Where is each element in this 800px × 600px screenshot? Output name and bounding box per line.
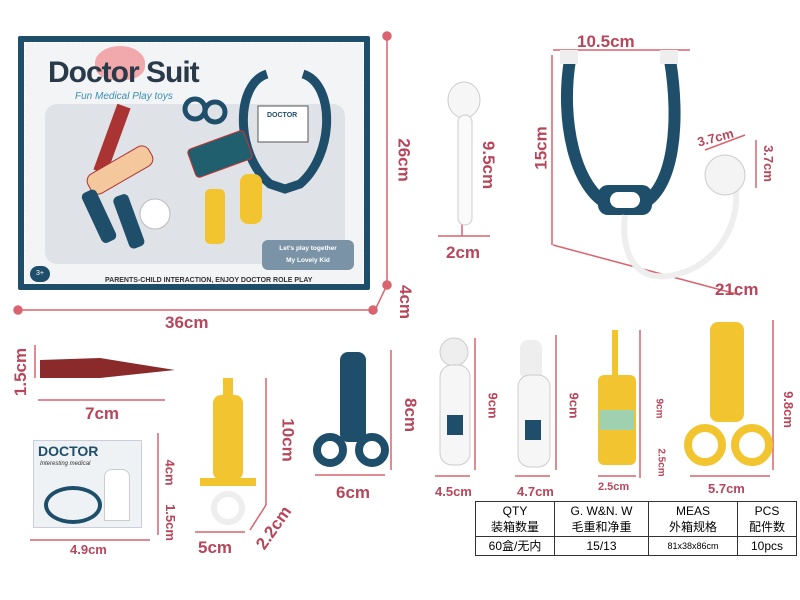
header-zh: 配件数 [748,520,785,534]
age-badge: 3+ [30,266,50,282]
spec-table: QTY 装箱数量 G. W&N. W 毛重和净重 MEAS 外箱规格 PCS 配件数 6… [475,501,797,556]
dim-stethoscope-height: 15cm [531,126,551,170]
table-header-row: QTY 装箱数量 G. W&N. W 毛重和净重 MEAS 外箱规格 PCS 配件数 [475,501,797,537]
heart-logo [95,46,145,80]
header-qty: QTY 装箱数量 [475,501,555,537]
bottle-item [598,330,636,465]
dim-card-height: 4cm [162,459,178,486]
dim-knife-length: 7cm [85,404,120,423]
header-en: MEAS [675,504,710,518]
screen-label: DOCTOR [267,112,298,119]
yellow-scissors-item [684,322,773,466]
dim-yscissors-width: 5.7cm [708,481,745,496]
card-subtitle: Interesting medical [40,461,91,467]
dim-tube-length: 21cm [715,280,759,299]
slogan-badge: Let's play together My Lovely Kid [262,240,354,270]
syringe-item [200,378,256,525]
box-subtitle: Fun Medical Play toys [75,91,173,102]
header-zh: 外箱规格 [668,520,717,534]
dim-mirror-width: 4.5cm [435,484,472,499]
dim-tongue-width: 4.7cm [517,484,554,499]
dim-syringe-width: 5cm [198,538,233,557]
dim-spoon-height: 9.5cm [479,140,499,190]
knife-item [40,358,175,378]
doctor-card: DOCTOR Interesting medical [33,440,142,528]
dim-syringe-height: 10cm [278,418,298,462]
header-en: PCS [754,504,780,518]
table-row: 60盒/无内 15/13 81x38x86cm 10pcs [475,536,797,556]
dim-box-width: 36cm [165,313,209,332]
dim-spoon-width: 2cm [446,243,481,262]
dim-bottle-depth: 2.5cm [655,448,667,477]
dim-tongue-height: 9cm [566,392,582,419]
badge-line-1: Let's play together [279,245,337,252]
tongue-depressor-item [517,340,551,468]
dim-knife-height: 1.5cm [11,347,31,397]
box-footer: PARENTS-CHILD INTERACTION, ENJOY DOCTOR … [105,277,313,284]
dim-bottle-width: 2.5cm [598,481,630,493]
cell-pcs: 10pcs [737,536,797,556]
dim-box-height: 26cm [394,138,414,182]
cell-qty: 60盒/无内 [475,536,555,556]
box-title: Doctor Suit [48,56,200,89]
dim-yscissors-height: 9.8cm [780,391,796,428]
header-pcs: PCS 配件数 [737,501,797,537]
dim-mirror-height: 9cm [485,392,501,419]
badge-line-2: My Lovely Kid [286,257,330,264]
spoon-item [447,81,481,226]
cell-meas: 81x38x86cm [648,536,738,556]
header-zh: 装箱数量 [490,520,539,534]
box-toys-illustration [81,69,332,249]
dim-box-depth: 4cm [396,284,416,320]
card-title: DOCTOR [38,443,99,459]
dim-scissors-height: 8cm [401,397,421,433]
header-zh: 毛重和净重 [571,520,632,534]
header-meas: MEAS 外箱规格 [648,501,738,537]
header-en: QTY [502,504,528,518]
dim-card-depth: 1.5cm [162,504,178,541]
stethoscope-item [560,50,746,280]
mirror-item [439,337,471,466]
dim-card-width: 4.9cm [70,542,107,557]
header-en: G. W&N. W [570,504,633,518]
dim-chestpiece-height: 3.7cm [760,145,776,182]
dim-stethoscope-width: 10.5cm [577,32,635,51]
blue-scissors-item [313,352,389,467]
header-weight: G. W&N. W 毛重和净重 [554,501,649,537]
dim-scissors-width: 6cm [336,483,371,502]
cell-weight: 15/13 [554,536,649,556]
dim-bottle-height: 9cm [653,398,665,419]
